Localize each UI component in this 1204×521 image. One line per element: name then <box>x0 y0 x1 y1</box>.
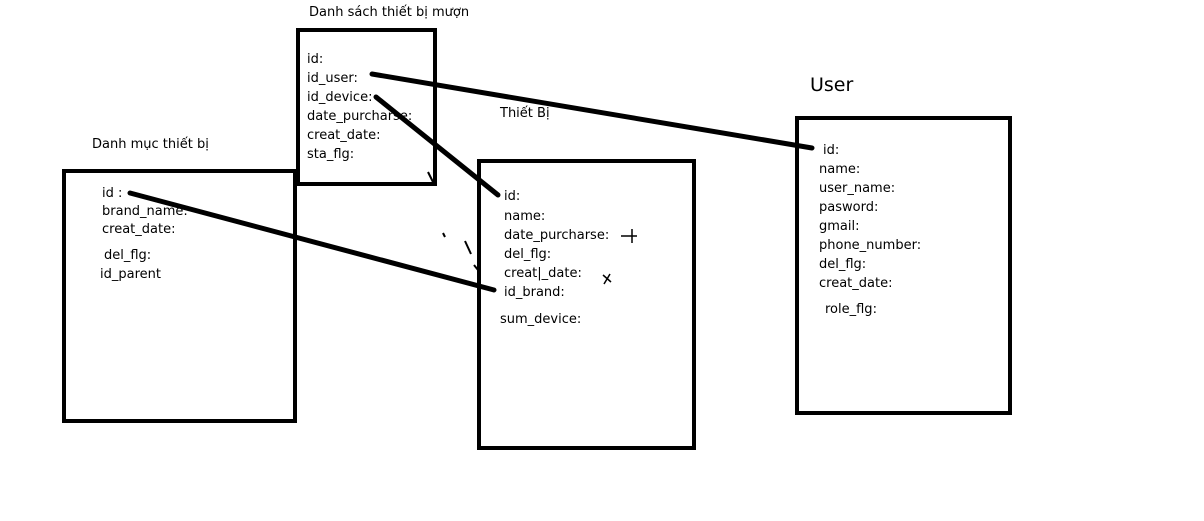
category-field: del_flg: <box>104 248 152 263</box>
borrow-table-title: Danh sách thiết bị mượn <box>309 5 470 20</box>
user-table-box <box>795 116 1012 415</box>
category-table-title: Danh mục thiết bị <box>92 137 209 152</box>
device-field: sum_device: <box>500 312 582 327</box>
borrow-field: creat_date: <box>307 128 381 143</box>
user-field: phone_number: <box>819 238 922 253</box>
category-table-box <box>62 169 297 423</box>
device-field: creat|_date: <box>504 266 582 281</box>
device-table-title: Thiết Bị <box>500 106 550 121</box>
user-field: gmail: <box>819 219 860 234</box>
borrow-table-box <box>296 28 437 186</box>
borrow-field: date_purcharse: <box>307 109 413 124</box>
user-field: id: <box>823 143 840 158</box>
borrow-field: id: <box>307 52 324 67</box>
stroke-mark <box>464 240 472 255</box>
user-field: del_flg: <box>819 257 867 272</box>
stroke-mark <box>442 232 446 238</box>
user-field: role_flg: <box>825 302 877 317</box>
device-field: id: <box>504 189 521 204</box>
borrow-field: id_device: <box>307 90 373 105</box>
user-field: user_name: <box>819 181 896 196</box>
user-table-title: User <box>810 74 854 96</box>
user-field: pasword: <box>819 200 879 215</box>
device-field: date_purcharse: <box>504 228 610 243</box>
device-field: name: <box>504 209 546 224</box>
device-field: del_flg: <box>504 247 552 262</box>
device-table-box <box>477 159 696 450</box>
line-id-user-to-user-id <box>369 71 815 151</box>
user-field: creat_date: <box>819 276 893 291</box>
borrow-field: sta_flg: <box>307 147 355 162</box>
borrow-field: id_user: <box>307 71 358 86</box>
category-field: id_parent <box>100 267 161 282</box>
category-field: id : <box>102 186 123 201</box>
user-field: name: <box>819 162 861 177</box>
device-field: id_brand: <box>504 285 565 300</box>
category-field: creat_date: <box>102 222 176 237</box>
category-field: brand_name: <box>102 204 188 219</box>
